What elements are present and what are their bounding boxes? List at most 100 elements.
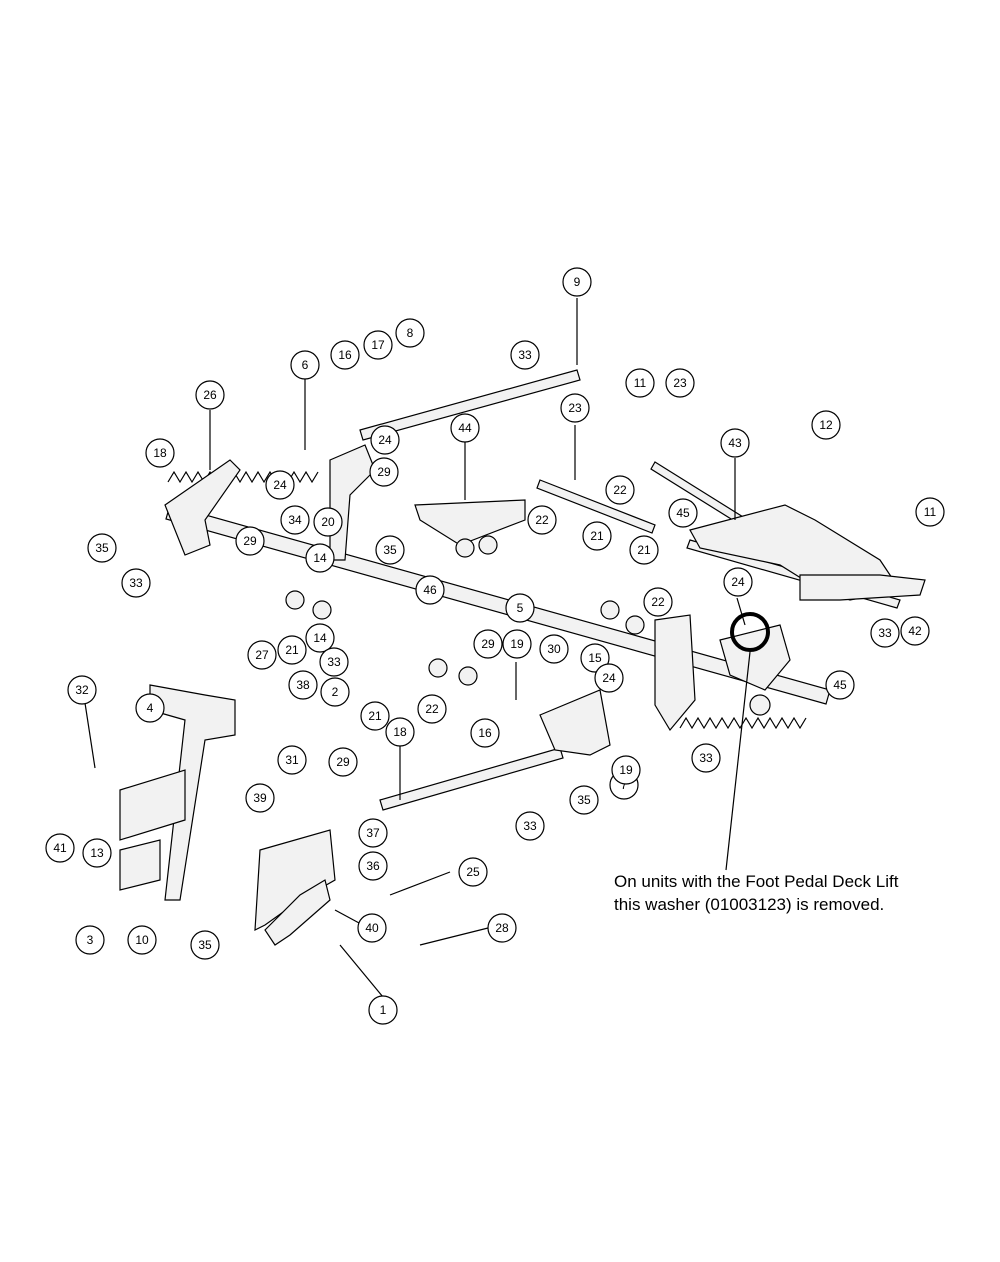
spring-upper xyxy=(167,470,319,484)
callout-bubble xyxy=(190,930,220,960)
callout-18: 18 xyxy=(145,438,175,468)
callout-bubble xyxy=(330,340,360,370)
callout-37: 37 xyxy=(358,818,388,848)
pedal-arm xyxy=(149,684,236,901)
note-text: On units with the Foot Pedal Deck Lift t… xyxy=(614,870,994,916)
callout-label: 35 xyxy=(383,543,397,557)
callout-label: 5 xyxy=(517,601,524,615)
callout-label: 28 xyxy=(495,921,509,935)
callout-4: 4 xyxy=(135,693,165,723)
callout-15: 15 xyxy=(580,643,610,673)
callout-label: 22 xyxy=(613,483,627,497)
callout-39: 39 xyxy=(245,783,275,813)
crank-37 xyxy=(264,879,331,946)
callout-bubble xyxy=(385,717,415,747)
callout-label: 36 xyxy=(366,859,380,873)
callout-23: 23 xyxy=(560,393,590,423)
callout-label: 21 xyxy=(285,643,299,657)
callout-43: 43 xyxy=(720,428,750,458)
callout-19: 19 xyxy=(611,755,641,785)
callout-bubble xyxy=(560,393,590,423)
note-line-2: this washer (01003123) is removed. xyxy=(614,895,885,914)
callout-14: 14 xyxy=(305,623,335,653)
callout-bubble xyxy=(605,475,635,505)
callout-25: 25 xyxy=(458,857,488,887)
bushing-21b xyxy=(478,535,498,555)
callout-bubble xyxy=(280,505,310,535)
callout-35: 35 xyxy=(87,533,117,563)
callout-19: 19 xyxy=(502,629,532,659)
callout-label: 29 xyxy=(377,465,391,479)
callout-label: 32 xyxy=(75,683,89,697)
callout-bubble xyxy=(328,747,358,777)
callout-24: 24 xyxy=(594,663,624,693)
note-line-1: On units with the Foot Pedal Deck Lift xyxy=(614,872,899,891)
callout-label: 21 xyxy=(368,709,382,723)
bushing-21c xyxy=(428,658,448,678)
callout-bubble xyxy=(668,498,698,528)
callout-label: 7 xyxy=(621,778,628,792)
callout-bubble xyxy=(515,811,545,841)
callout-label: 33 xyxy=(327,655,341,669)
bracket-45 xyxy=(414,499,526,546)
callout-bubble xyxy=(320,677,350,707)
bushing-21a xyxy=(312,600,332,620)
callout-label: 23 xyxy=(568,401,582,415)
callout-bubble xyxy=(235,526,265,556)
callout-label: 1 xyxy=(380,1003,387,1017)
callout-label: 3 xyxy=(87,933,94,947)
callout-label: 44 xyxy=(458,421,472,435)
callout-label: 46 xyxy=(423,583,437,597)
bracket-19-left xyxy=(164,459,241,556)
callout-29: 29 xyxy=(473,629,503,659)
bushing-22c xyxy=(458,666,478,686)
callout-label: 41 xyxy=(53,841,67,855)
callout-bubble xyxy=(900,616,930,646)
callout-label: 15 xyxy=(588,651,602,665)
callout-10: 10 xyxy=(127,925,157,955)
callout-label: 43 xyxy=(728,436,742,450)
callout-42: 42 xyxy=(900,616,930,646)
callout-16: 16 xyxy=(330,340,360,370)
callout-33: 33 xyxy=(870,618,900,648)
callout-bubble xyxy=(67,675,97,705)
callout-label: 35 xyxy=(198,938,212,952)
callout-label: 35 xyxy=(95,541,109,555)
callout-label: 21 xyxy=(590,529,604,543)
callout-bubble xyxy=(643,587,673,617)
bushing-21d xyxy=(600,600,620,620)
callout-bubble xyxy=(277,635,307,665)
callout-bubble xyxy=(135,693,165,723)
callout-bubble xyxy=(539,634,569,664)
callout-28: 28 xyxy=(487,913,517,943)
callout-bubble xyxy=(75,925,105,955)
callout-11: 11 xyxy=(625,368,655,398)
callout-2: 2 xyxy=(320,677,350,707)
callout-8: 8 xyxy=(395,318,425,348)
callout-bubble xyxy=(473,629,503,659)
callout-bubble xyxy=(870,618,900,648)
callout-5: 5 xyxy=(505,593,535,623)
callout-bubble xyxy=(580,643,610,673)
callout-label: 13 xyxy=(90,846,104,860)
callout-label: 23 xyxy=(673,376,687,390)
callout-label: 42 xyxy=(908,624,922,638)
callout-label: 24 xyxy=(378,433,392,447)
callout-35: 35 xyxy=(190,930,220,960)
callout-bubble xyxy=(82,838,112,868)
callout-32: 32 xyxy=(67,675,97,705)
spring-lower xyxy=(679,716,807,730)
callout-bubble xyxy=(288,670,318,700)
callout-label: 16 xyxy=(338,348,352,362)
callout-33: 33 xyxy=(515,811,545,841)
callout-label: 21 xyxy=(637,543,651,557)
callout-label: 31 xyxy=(285,753,299,767)
bushing-22b xyxy=(455,538,475,558)
callout-bubble xyxy=(195,380,225,410)
rod-23a xyxy=(536,479,656,534)
callout-38: 38 xyxy=(288,670,318,700)
callout-bubble xyxy=(915,497,945,527)
callout-36: 36 xyxy=(358,851,388,881)
callout-label: 14 xyxy=(313,551,327,565)
bushing-45 xyxy=(749,694,771,716)
